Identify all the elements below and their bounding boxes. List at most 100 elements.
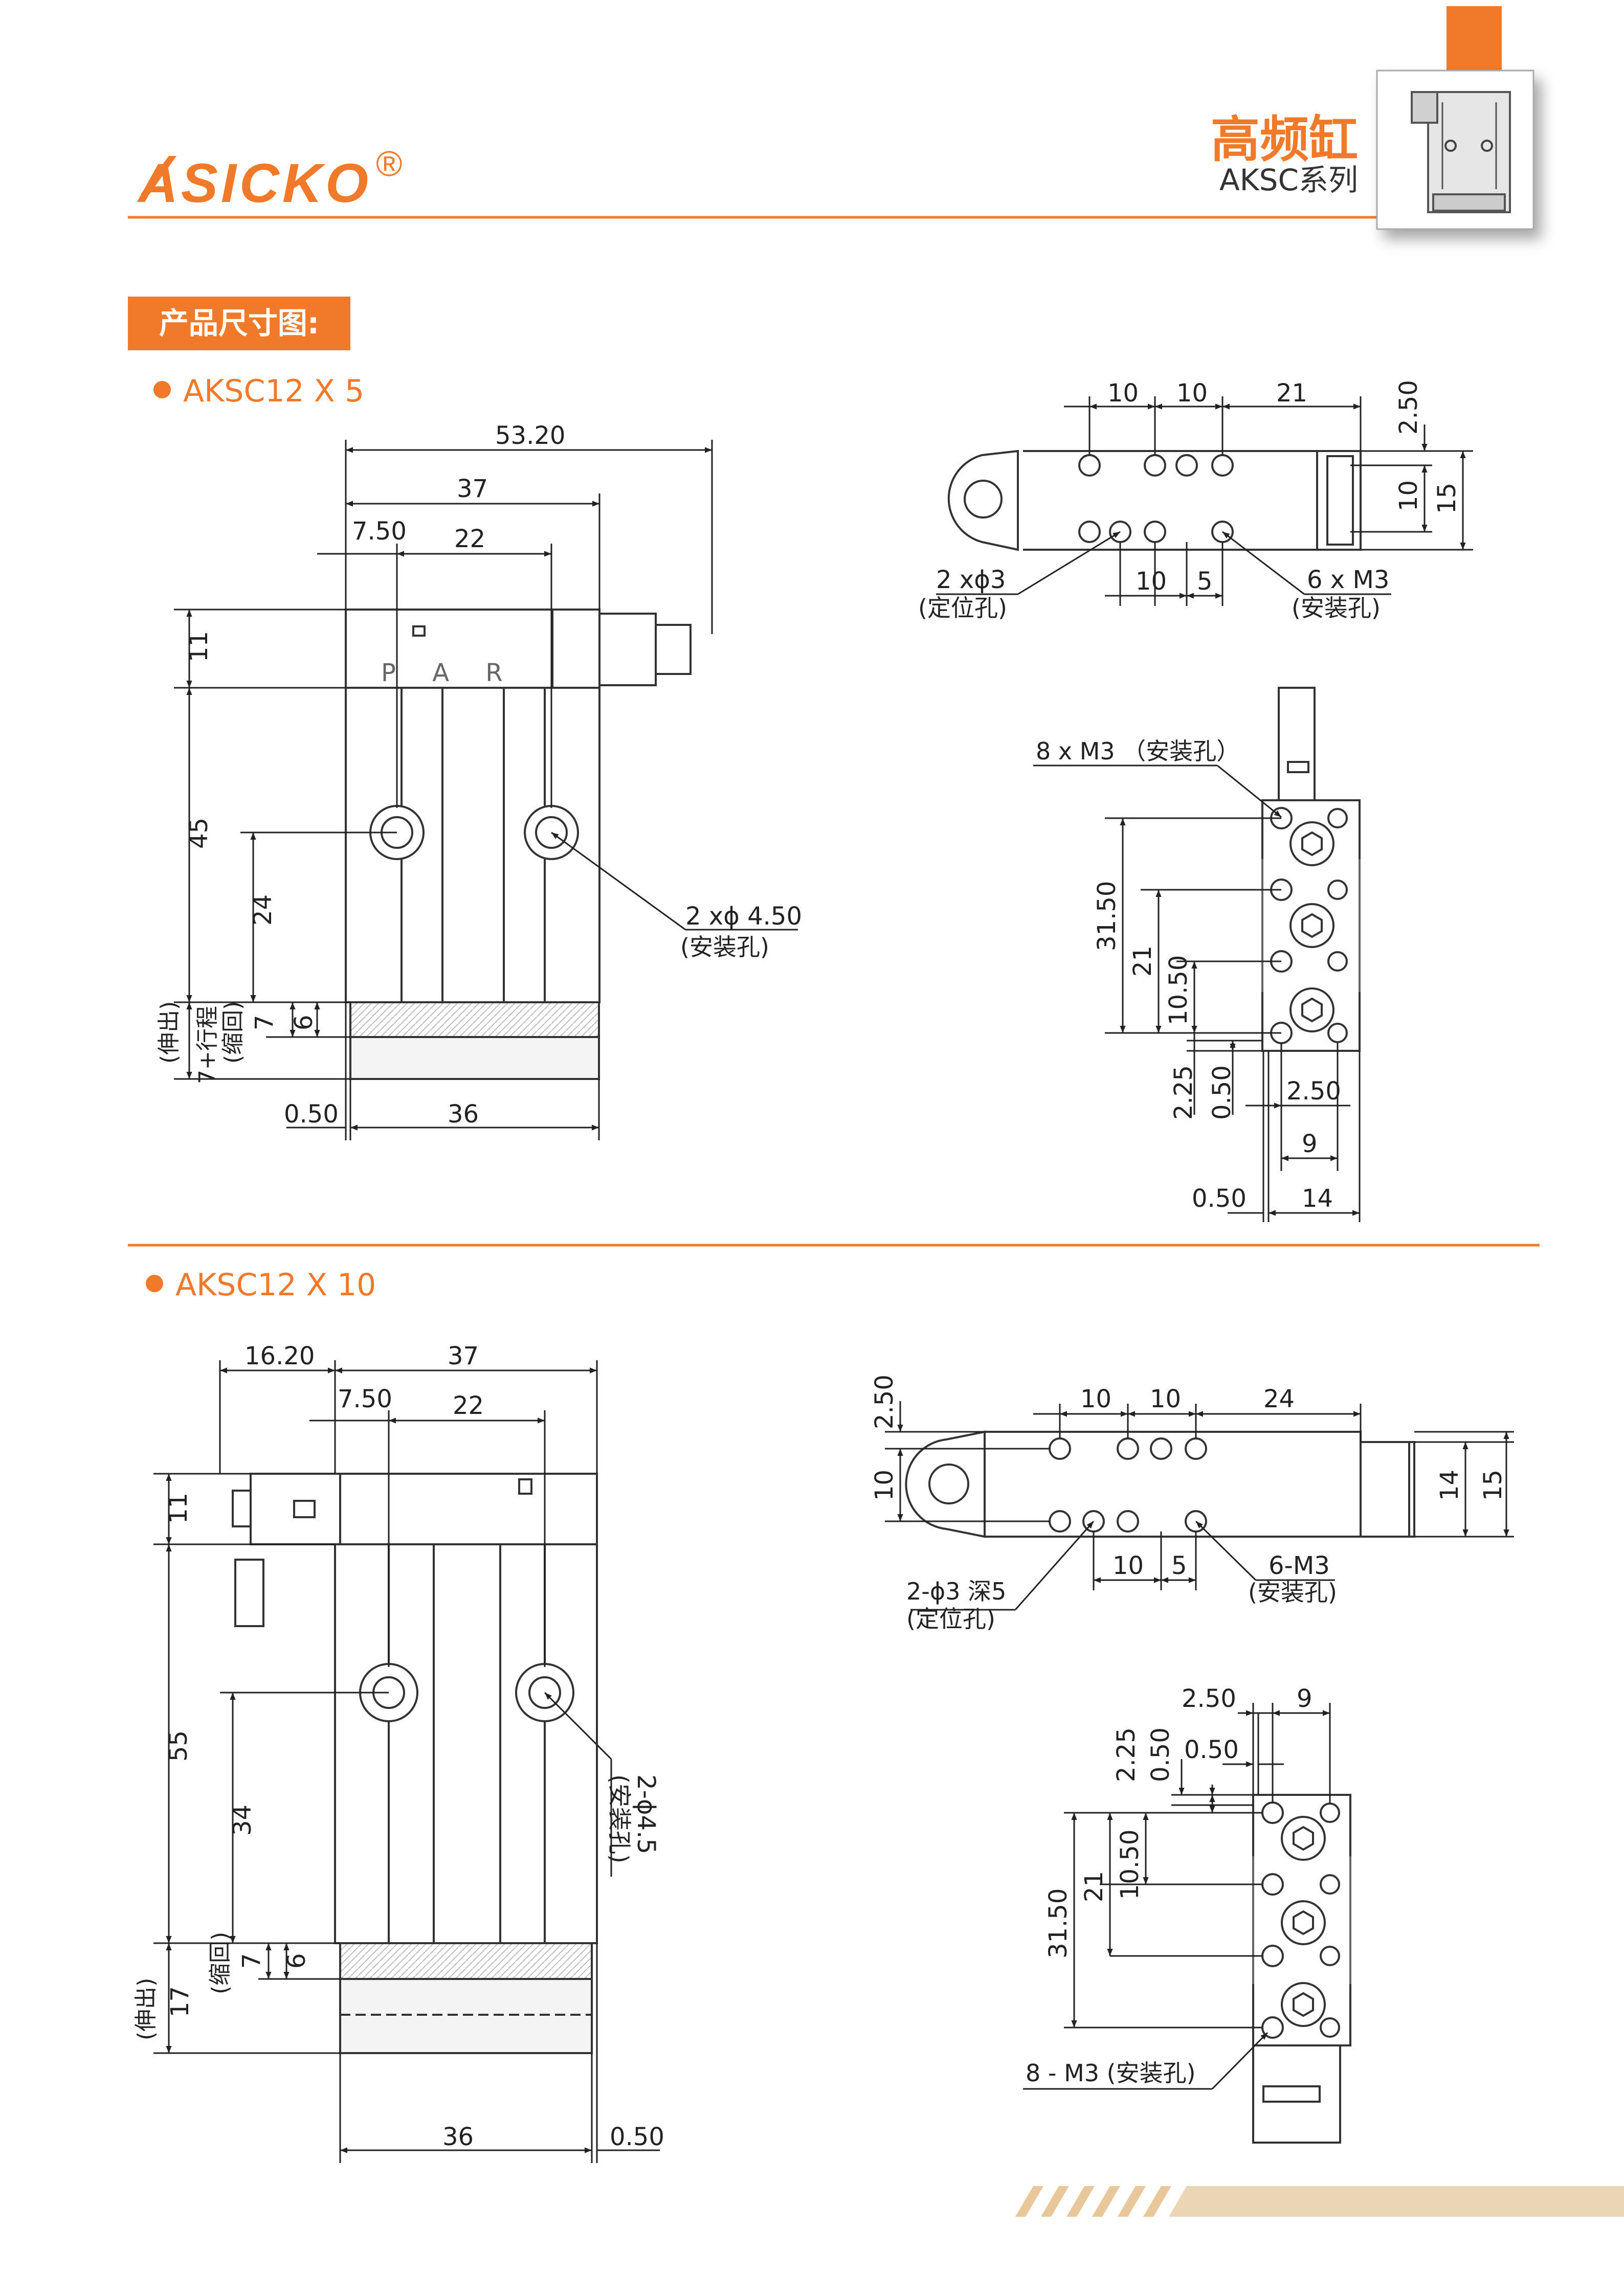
dim-bottom-2: 5	[1197, 567, 1213, 596]
dim-stroke: 17	[166, 1986, 194, 2017]
model1-front-dimension-texts: 53.20 37 7.50 22 11 45 24 7 (缩回) 7+行程 (伸…	[156, 421, 802, 1129]
locating-hole-note: (定位孔)	[918, 594, 1007, 622]
dim-side-w2: 9	[1302, 1130, 1318, 1158]
bullet-icon	[146, 1275, 163, 1293]
hole-callout-note: (安装孔)	[680, 933, 769, 961]
dim-base-width: 36	[442, 2123, 474, 2151]
dim-side-h2: 21	[1080, 1871, 1108, 1902]
dim-side-h3: 10.50	[1116, 1830, 1144, 1900]
dim-hole-pitch: 22	[453, 1391, 484, 1420]
dim-pitch-2: 10	[1150, 1385, 1181, 1413]
dim-body-height: 45	[185, 818, 213, 849]
side-mount-callout: 8 x M3 （安装孔）	[1036, 737, 1240, 765]
model2-side-dimension-texts: 2.50 9 0.50 2.25 0.50 31.50 21 10.50 8 -…	[1026, 1684, 1312, 2087]
dim-top-height: 11	[185, 631, 213, 662]
dim-width-2: 15	[1433, 483, 1461, 514]
dim-pitch-1: 10	[1080, 1385, 1111, 1413]
dim-gap: 0.50	[284, 1100, 339, 1129]
dim-stroke: 7+行程	[194, 1006, 220, 1084]
dim-retract-label: (缩回)	[220, 1001, 246, 1064]
dim-hole-height: 24	[249, 894, 277, 926]
model2-top-view	[905, 1430, 1415, 1538]
dim-body-height: 55	[164, 1730, 193, 1762]
model2-front-dimension-texts: 16.20 37 7.50 22 11 55 34 7 (缩回) 17 (伸出)…	[133, 1342, 664, 2151]
dim-side-v1: 2.25	[1112, 1727, 1141, 1782]
dim-offset: 7.50	[338, 1385, 392, 1413]
series-subtitle: AKSC系列	[1219, 163, 1358, 197]
dim-hole-height: 34	[228, 1805, 257, 1836]
dim-side-gap: 0.50	[1184, 1736, 1239, 1764]
dim-side-v2: 0.50	[1208, 1065, 1236, 1120]
dim-width-1: 10	[870, 1470, 899, 1501]
brand-logo: ASICKO	[138, 152, 372, 214]
model2-front-view	[232, 1473, 598, 2054]
section-tag: 产品尺寸图:	[128, 297, 350, 350]
model1-front-view	[345, 609, 692, 1080]
locating-hole-note: (定位孔)	[906, 1605, 995, 1633]
mount-hole-note: (安装孔)	[1248, 1579, 1337, 1606]
locating-hole-callout: 2-ϕ3 深5	[906, 1578, 1006, 1605]
dim-side-w1: 2.50	[1182, 1684, 1236, 1713]
product-thumbnail	[1376, 70, 1534, 230]
model1-side-dimension-lines	[1033, 764, 1361, 1222]
logo-slash-mark	[141, 156, 176, 194]
dim-base-width: 36	[448, 1100, 479, 1129]
dim-overall-width: 53.20	[495, 421, 565, 450]
dim-side-v2: 0.50	[1146, 1727, 1175, 1782]
model2-top-dimension-lines	[885, 1401, 1514, 1611]
dim-retract: 7	[250, 1015, 279, 1030]
model2-top-dimension-texts: 10 10 24 2.50 10 14 15 10 5 2-ϕ3 深5 (定位孔…	[870, 1375, 1507, 1633]
dim-pitch-3: 21	[1276, 379, 1307, 408]
dim-pitch-3: 24	[1263, 1385, 1295, 1413]
mount-hole-callout: 6-M3	[1269, 1551, 1330, 1580]
dim-bottom-1: 10	[1113, 1551, 1144, 1580]
dim-hole-pitch: 22	[454, 525, 485, 553]
dim-side-w1: 2.50	[1286, 1077, 1341, 1106]
model-heading-2: AKSC12 X 10	[146, 1267, 376, 1303]
dim-side-v1: 2.25	[1169, 1065, 1198, 1120]
model2-side-dimension-lines	[1023, 1703, 1331, 2090]
dim-edge: 2.50	[1394, 380, 1423, 435]
mount-hole-callout: 6 x M3	[1307, 566, 1389, 594]
dim-side-width: 14	[1302, 1184, 1333, 1213]
model1-top-dimension-texts: 10 10 21 2.50 10 15 10 5 2 xϕ3 (定位孔) 6 x…	[918, 379, 1461, 622]
dim-side-h1: 31.50	[1093, 881, 1121, 951]
dim-width-1: 10	[1394, 480, 1423, 511]
dim-top-height: 11	[164, 1493, 193, 1524]
mount-hole-note: (安装孔)	[1292, 594, 1381, 622]
hole-callout: 2-ϕ4.5	[632, 1774, 660, 1854]
model-name: AKSC12 X 5	[183, 373, 365, 409]
dim-side-w2: 9	[1297, 1684, 1312, 1713]
dim-gap: 0.50	[610, 2123, 664, 2151]
model2-front-dimension-lines	[153, 1360, 660, 2163]
model-name: AKSC12 X 10	[175, 1267, 376, 1303]
dim-plate: 6	[282, 1953, 311, 1969]
dim-extend-label: (伸出)	[133, 1978, 159, 2040]
dim-extend-label: (伸出)	[156, 1001, 182, 1064]
model1-top-view	[947, 449, 1362, 551]
dim-body-width: 37	[457, 475, 488, 503]
hole-callout: 2 xϕ 4.50	[685, 902, 802, 931]
dim-width-2: 14	[1435, 1470, 1464, 1501]
dim-plate: 6	[290, 1015, 318, 1030]
model1-top-dimension-lines	[936, 396, 1473, 606]
model1-front-dimension-lines	[174, 440, 798, 1140]
dim-overall-width: 16.20	[244, 1342, 315, 1370]
side-mount-callout: 8 - M3 (安装孔)	[1026, 2059, 1196, 2087]
dim-width-3: 15	[1479, 1470, 1507, 1501]
dim-pitch-1: 10	[1107, 379, 1139, 408]
locating-hole-callout: 2 xϕ3	[936, 566, 1006, 594]
registered-mark: ®	[376, 144, 403, 184]
model1-side-view	[1261, 687, 1361, 1052]
dim-side-h1: 31.50	[1044, 1888, 1073, 1959]
body-marking: P A R	[381, 659, 517, 687]
dim-bottom-1: 10	[1136, 567, 1167, 596]
dim-retract: 7	[237, 1953, 266, 1969]
corner-tab	[1447, 6, 1502, 72]
dim-offset: 7.50	[352, 517, 407, 546]
dim-side-gap: 0.50	[1192, 1184, 1247, 1213]
model1-side-dimension-texts: 8 x M3 （安装孔） 31.50 21 10.50 2.25 0.50 2.…	[1036, 737, 1341, 1213]
dim-body-width: 37	[448, 1342, 479, 1370]
dim-side-h3: 10.50	[1164, 955, 1193, 1025]
